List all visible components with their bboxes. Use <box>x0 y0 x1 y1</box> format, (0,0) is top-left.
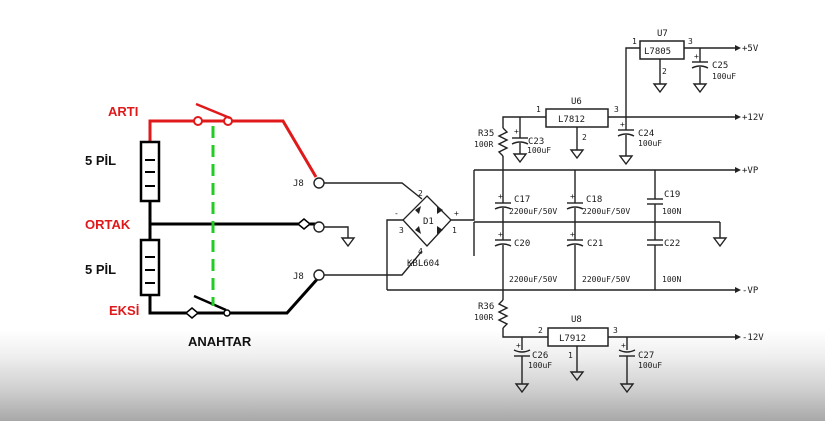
j8-pin-2 <box>313 221 325 233</box>
svg-text:3: 3 <box>614 105 619 114</box>
r36-label: R36 <box>478 302 494 312</box>
out-m12: -12V <box>742 333 764 343</box>
c22-value: 100N <box>662 275 681 284</box>
label-ortak: ORTAK <box>85 217 131 232</box>
r36-value: 100R <box>474 313 493 322</box>
capacitor-c25: + <box>691 48 709 94</box>
u8-part: L7912 <box>559 334 586 344</box>
u6-part: L7812 <box>558 115 585 125</box>
resistor-r36 <box>497 299 509 329</box>
svg-text:+: + <box>694 52 699 61</box>
capacitor-c19 <box>647 170 663 222</box>
out-p12: +12V <box>742 113 764 123</box>
svg-text:3: 3 <box>399 226 404 235</box>
svg-text:1: 1 <box>568 351 573 360</box>
u8-ref: U8 <box>571 315 582 325</box>
out-p5: +5V <box>742 44 759 54</box>
bridge-rectifier <box>402 195 452 247</box>
svg-text:+: + <box>570 230 575 239</box>
u6-ref: U6 <box>571 97 582 107</box>
negative-wire <box>148 275 322 315</box>
svg-text:+: + <box>498 192 503 201</box>
u7-part: L7805 <box>644 47 671 57</box>
capacitor-c23: + <box>511 117 529 164</box>
r35-label: R35 <box>478 129 494 139</box>
switch-top-lever <box>195 102 231 120</box>
label-arti: ARTI <box>108 104 138 119</box>
out-mvp: -VP <box>742 286 759 296</box>
j8-pin-3 <box>313 269 325 281</box>
svg-text:1: 1 <box>632 37 637 46</box>
capacitor-c18: + <box>566 170 584 222</box>
capacitor-c17: + <box>494 170 512 222</box>
j8-top-label: J8 <box>293 179 304 189</box>
out-vp: +VP <box>742 166 759 176</box>
c18-value: 2200uF/50V <box>582 207 630 216</box>
resistor-r35 <box>497 127 509 157</box>
positive-wire <box>148 119 318 178</box>
svg-text:2: 2 <box>418 189 423 198</box>
c25-value: 100uF <box>712 72 736 81</box>
svg-text:+: + <box>498 230 503 239</box>
capacitor-c27: + <box>618 337 636 394</box>
svg-text:+: + <box>514 127 519 136</box>
svg-text:+: + <box>516 341 521 350</box>
u7-ref: U7 <box>657 29 668 39</box>
svg-text:2: 2 <box>582 133 587 142</box>
c27-label: C27 <box>638 351 654 361</box>
svg-text:+: + <box>454 209 459 218</box>
svg-text:1: 1 <box>536 105 541 114</box>
capacitor-c20: + <box>494 222 512 290</box>
c17-label: C17 <box>514 195 530 205</box>
svg-text:2: 2 <box>662 67 667 76</box>
c26-label: C26 <box>532 351 548 361</box>
battery-bottom <box>139 238 161 297</box>
c26-value: 100uF <box>528 361 552 370</box>
c21-label: C21 <box>587 239 603 249</box>
j8-bottom-label: J8 <box>293 272 304 282</box>
switch-bottom-lever <box>193 294 227 312</box>
regulator-u7 <box>639 40 685 60</box>
svg-text:1: 1 <box>452 226 457 235</box>
c17-value: 2200uF/50V <box>509 207 557 216</box>
capacitor-c24: + <box>617 117 635 166</box>
label-eksi: EKSİ <box>109 303 139 318</box>
c21-value: 2200uF/50V <box>582 275 630 284</box>
bridge-part: KBL604 <box>407 259 440 269</box>
c27-value: 100uF <box>638 361 662 370</box>
svg-text:4: 4 <box>418 247 423 256</box>
bridge-ref: D1 <box>423 217 434 227</box>
c23-label: C23 <box>528 137 544 147</box>
c24-value: 100uF <box>638 139 662 148</box>
c20-label: C20 <box>514 239 530 249</box>
svg-text:3: 3 <box>613 326 618 335</box>
c23-value: 100uF <box>527 146 551 155</box>
label-pil-bottom: 5 PİL <box>85 262 116 277</box>
switch-top-contact-left <box>193 116 203 126</box>
c22-label: C22 <box>664 239 680 249</box>
svg-text:-: - <box>394 209 399 218</box>
capacitor-c21: + <box>566 222 584 290</box>
svg-text:+: + <box>620 120 625 129</box>
capacitor-c26: + <box>513 337 531 394</box>
svg-text:2: 2 <box>538 326 543 335</box>
c19-value: 100N <box>662 207 681 216</box>
label-anahtar: ANAHTAR <box>188 334 252 349</box>
c25-label: C25 <box>712 61 728 71</box>
svg-text:3: 3 <box>688 37 693 46</box>
svg-text:+: + <box>570 192 575 201</box>
svg-text:+: + <box>621 341 626 350</box>
capacitor-c22 <box>647 222 663 290</box>
c18-label: C18 <box>586 195 602 205</box>
label-pil-top: 5 PİL <box>85 153 116 168</box>
r35-value: 100R <box>474 140 493 149</box>
j8-pin-1 <box>313 177 325 189</box>
c24-label: C24 <box>638 129 654 139</box>
c19-label: C19 <box>664 190 680 200</box>
c20-value: 2200uF/50V <box>509 275 557 284</box>
